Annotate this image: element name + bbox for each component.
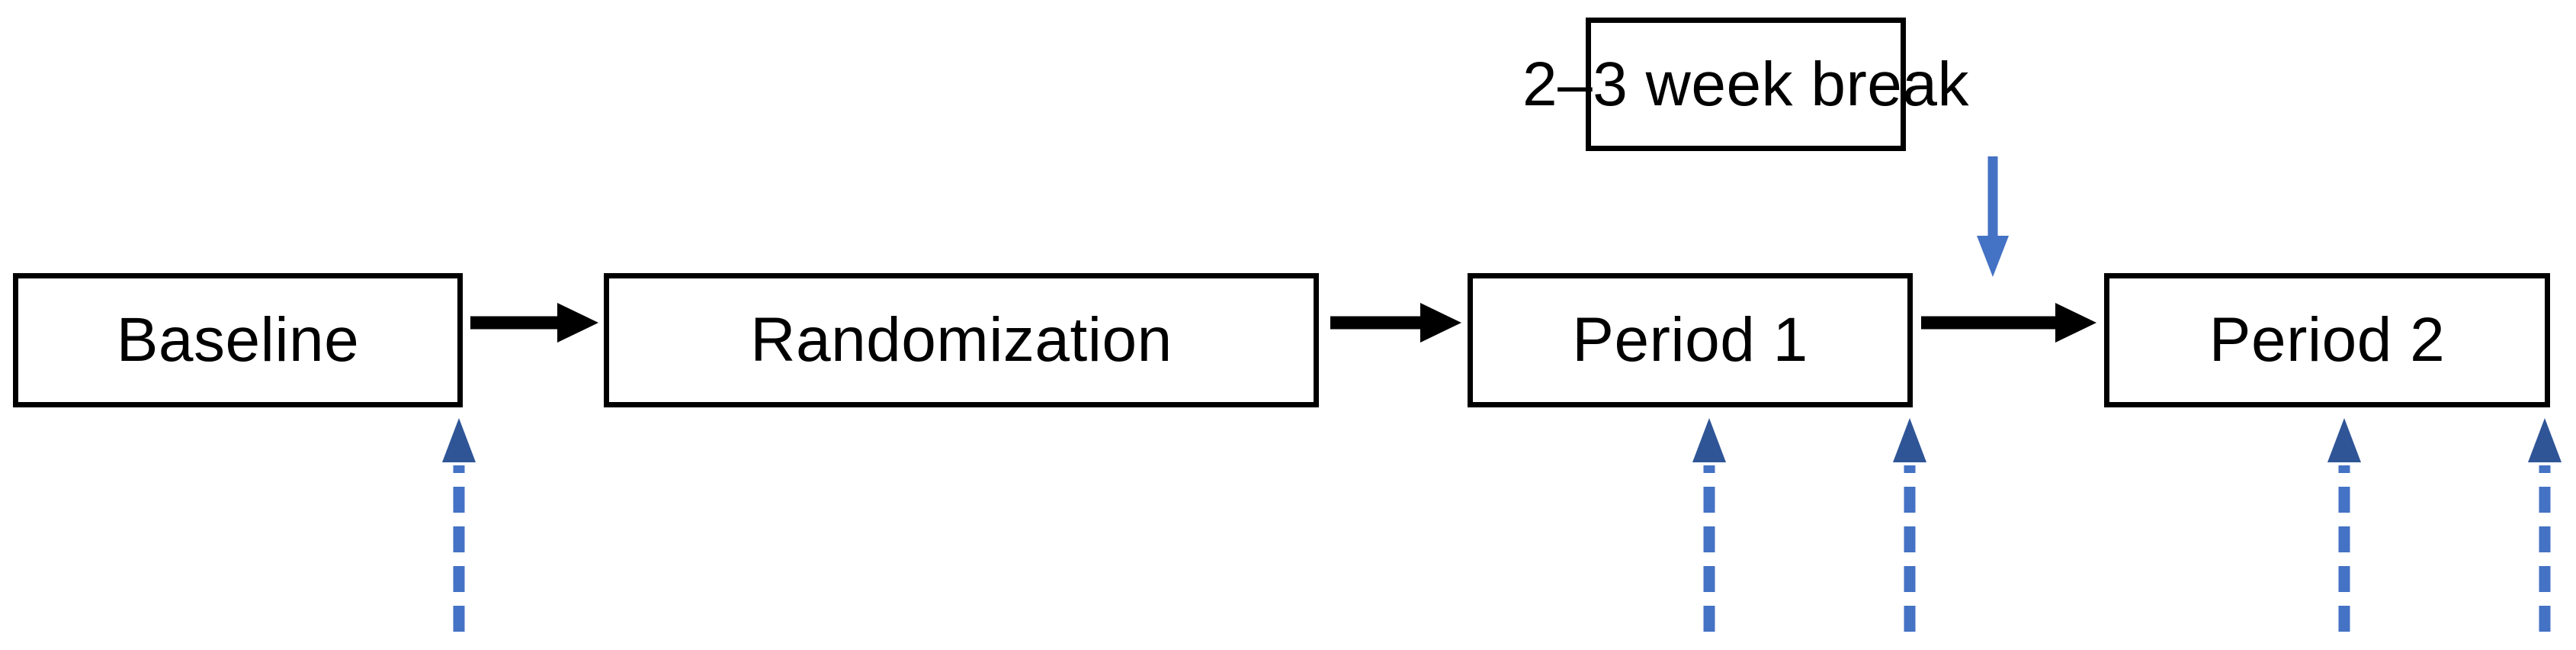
dashed-up-arrow-icon <box>1893 418 1926 632</box>
node-period-2-box[interactable]: Period 2 <box>2104 273 2550 407</box>
assessment-arrow-2 <box>1691 418 1727 632</box>
assessment-arrow-5 <box>2526 418 2563 632</box>
flow-arrow-randomization-to-period-1 <box>1330 296 1461 349</box>
right-arrow-icon <box>1921 303 2096 343</box>
right-arrow-icon <box>1330 303 1461 343</box>
node-break-box[interactable]: 2–3 week break <box>1522 18 1968 151</box>
assessment-arrow-1 <box>441 418 477 632</box>
node-randomization-label: Randomization <box>750 305 1173 375</box>
node-baseline-box[interactable]: Baseline <box>13 273 463 407</box>
dashed-up-arrow-icon <box>442 418 476 632</box>
assessment-arrow-4 <box>2326 418 2363 632</box>
break-down-arrow <box>1975 156 2011 277</box>
flow-arrow-period-1-to-period-2 <box>1921 296 2096 349</box>
break-down-arrow-icon <box>1977 156 2009 277</box>
right-arrow-icon <box>470 303 598 343</box>
node-baseline-label: Baseline <box>116 305 360 375</box>
dashed-up-arrow-icon <box>2327 418 2361 632</box>
node-period-2-label: Period 2 <box>2209 305 2446 375</box>
flow-arrow-baseline-to-randomization <box>470 296 598 349</box>
assessment-arrow-3 <box>1891 418 1928 632</box>
dashed-up-arrow-icon <box>2528 418 2562 632</box>
node-period-1-box[interactable]: Period 1 <box>1468 273 1913 407</box>
node-randomization-box[interactable]: Randomization <box>604 273 1319 407</box>
dashed-up-arrow-icon <box>1692 418 1726 632</box>
node-break-label: 2–3 week break <box>1522 49 1969 119</box>
node-period-1-label: Period 1 <box>1572 305 1808 375</box>
